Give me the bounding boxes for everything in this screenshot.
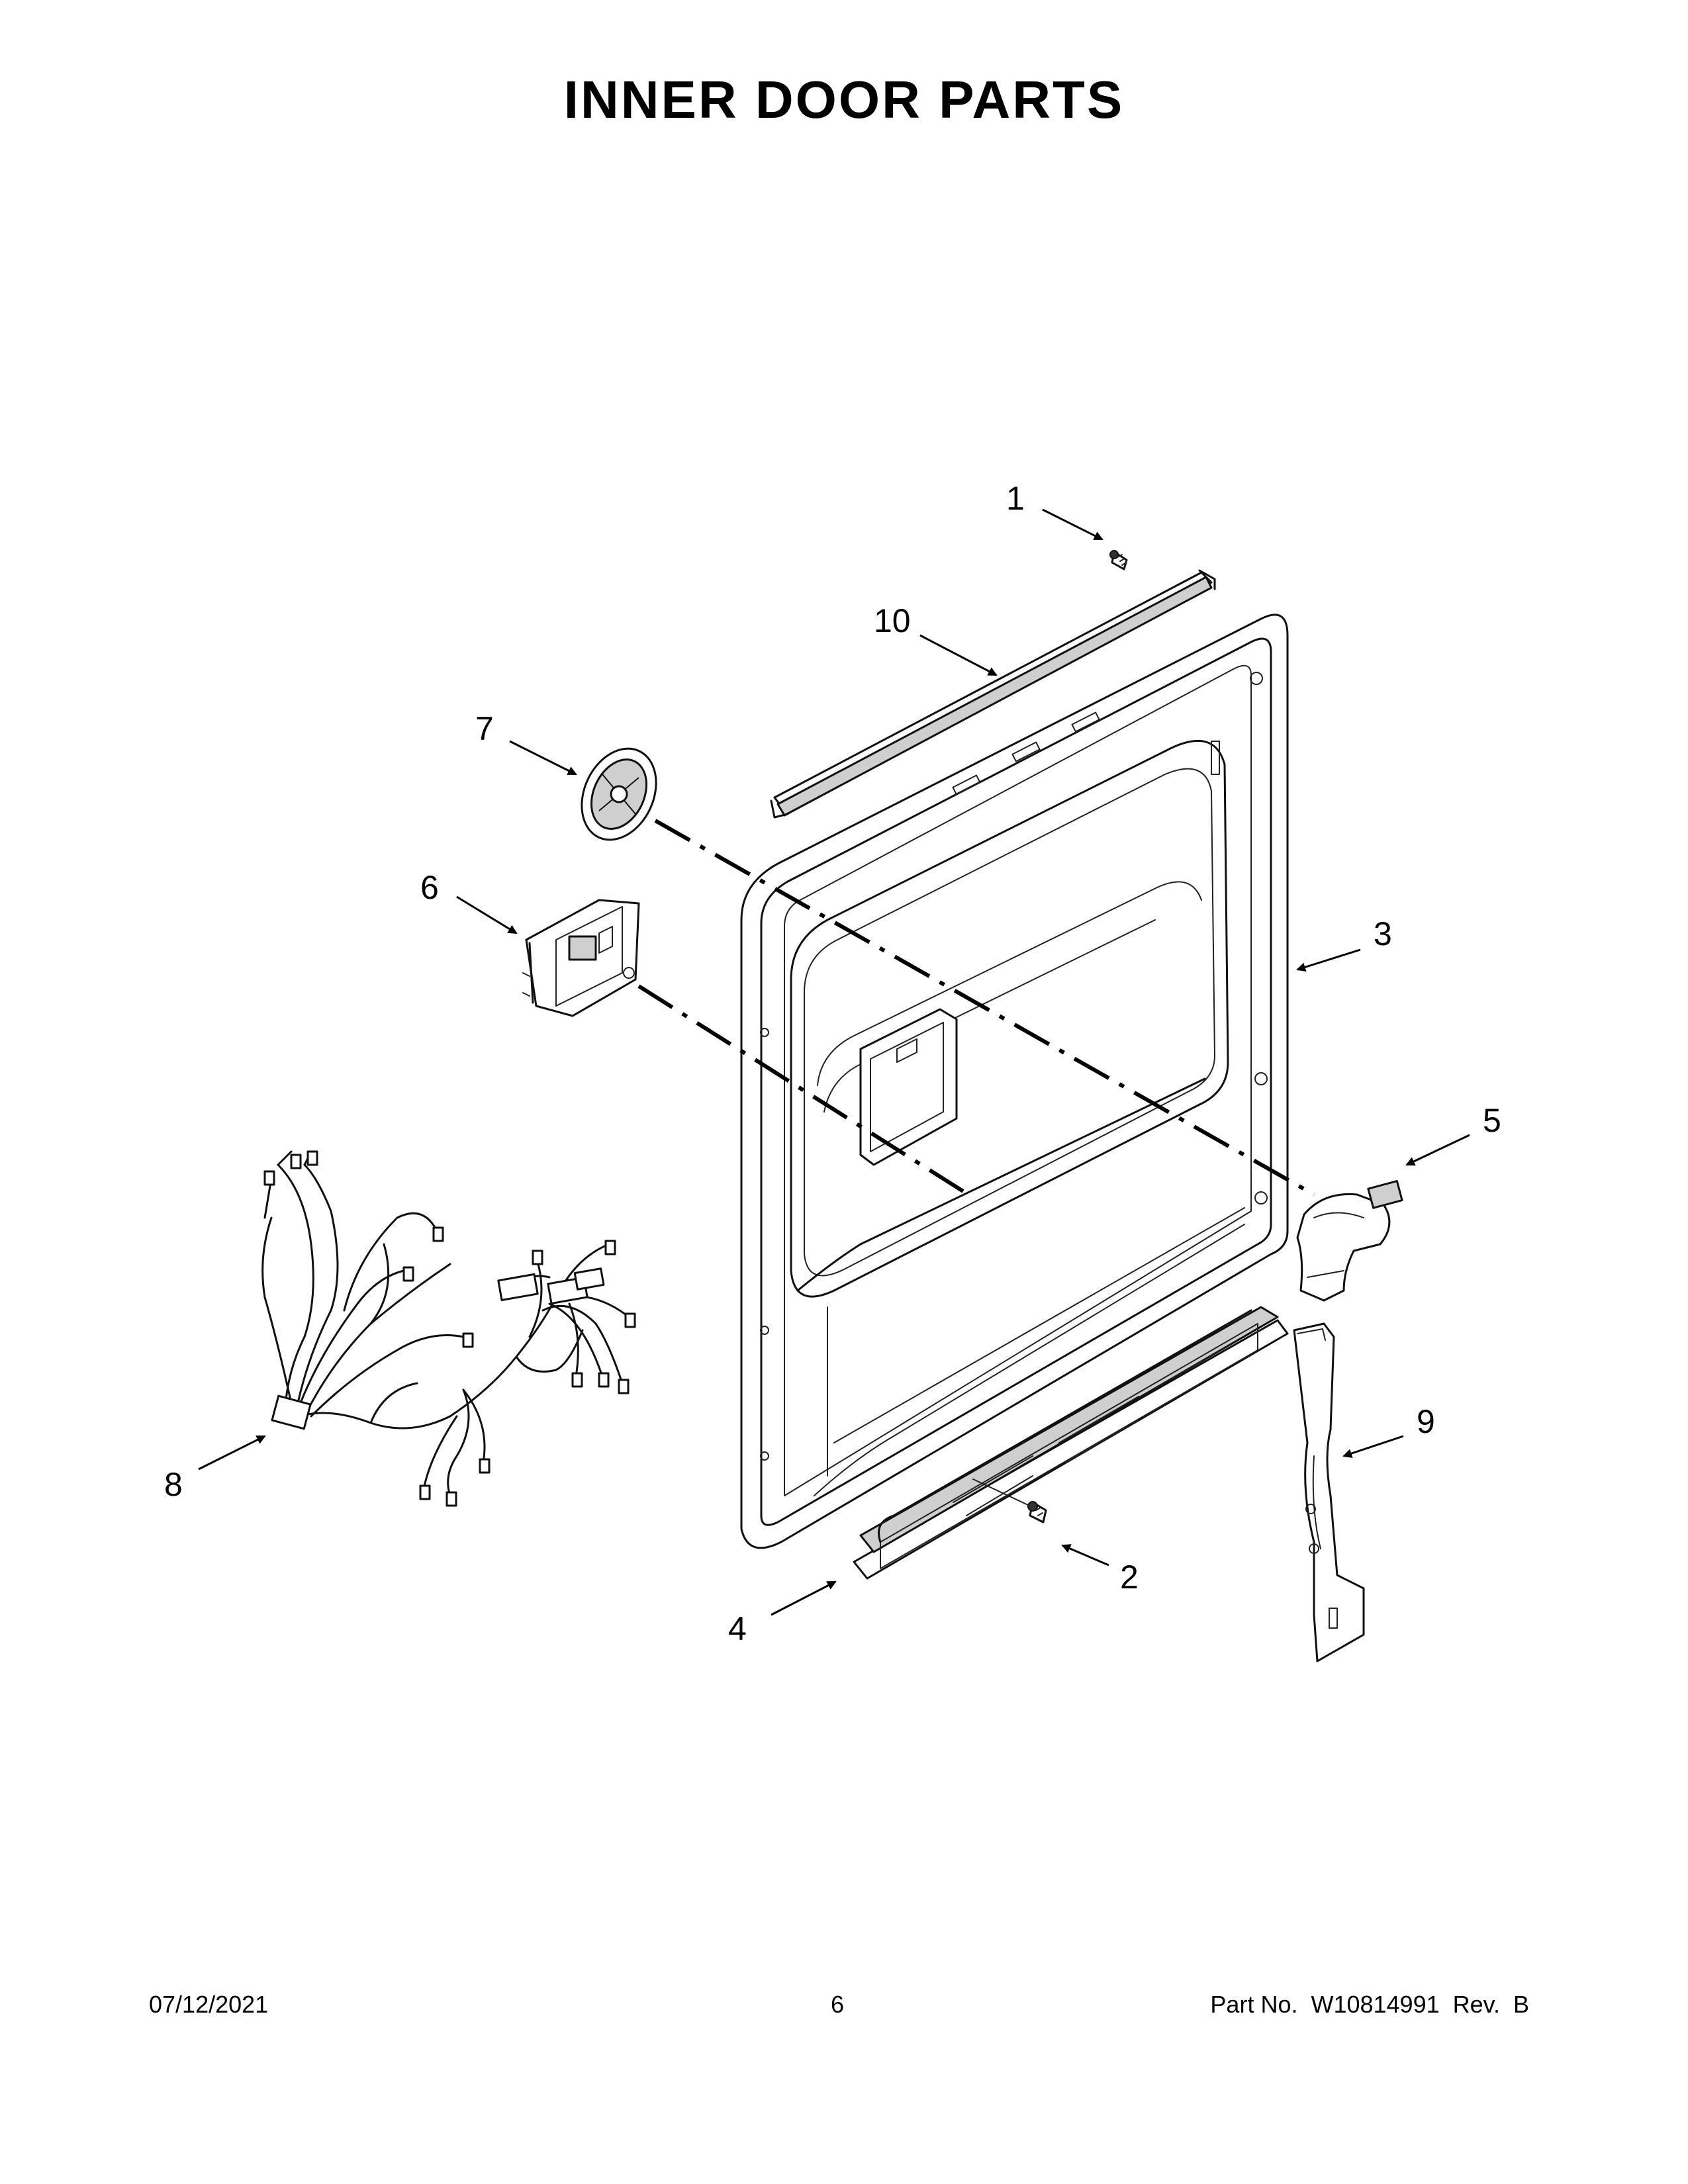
callout-8: 8 xyxy=(164,1466,183,1503)
lower-door-trim xyxy=(853,1306,1289,1580)
screw-top xyxy=(1109,550,1128,570)
callout-6: 6 xyxy=(420,869,439,906)
wire-harness-connectors xyxy=(263,1150,636,1507)
footer-page-number: 6 xyxy=(831,1991,845,2018)
assembly-lines xyxy=(637,819,1315,1506)
dispenser xyxy=(522,899,640,1017)
footer-part-number: Part No. W10814991 Rev. B xyxy=(1210,1991,1529,2018)
rinse-aid-cap xyxy=(581,747,657,841)
callout-arrows xyxy=(198,508,1470,1616)
door-gasket xyxy=(770,569,1216,819)
wire-harness xyxy=(261,1150,630,1497)
callout-7: 7 xyxy=(475,710,494,747)
inner-door-panel xyxy=(740,614,1289,1549)
screw-bottom xyxy=(1027,1501,1047,1524)
callout-3: 3 xyxy=(1374,915,1392,952)
callout-5: 5 xyxy=(1483,1102,1501,1139)
callout-1: 1 xyxy=(1006,480,1025,517)
callout-4: 4 xyxy=(728,1610,747,1647)
vent xyxy=(1296,1180,1403,1302)
footer-date: 07/12/2021 xyxy=(149,1991,269,2018)
callout-numbers: 1 10 7 6 3 5 9 8 2 4 xyxy=(164,480,1501,1647)
vent-duct xyxy=(1293,1322,1365,1662)
callout-9: 9 xyxy=(1417,1403,1435,1440)
callout-10: 10 xyxy=(874,602,911,639)
callout-2: 2 xyxy=(1120,1559,1139,1596)
page-title: INNER DOOR PARTS xyxy=(563,70,1125,129)
